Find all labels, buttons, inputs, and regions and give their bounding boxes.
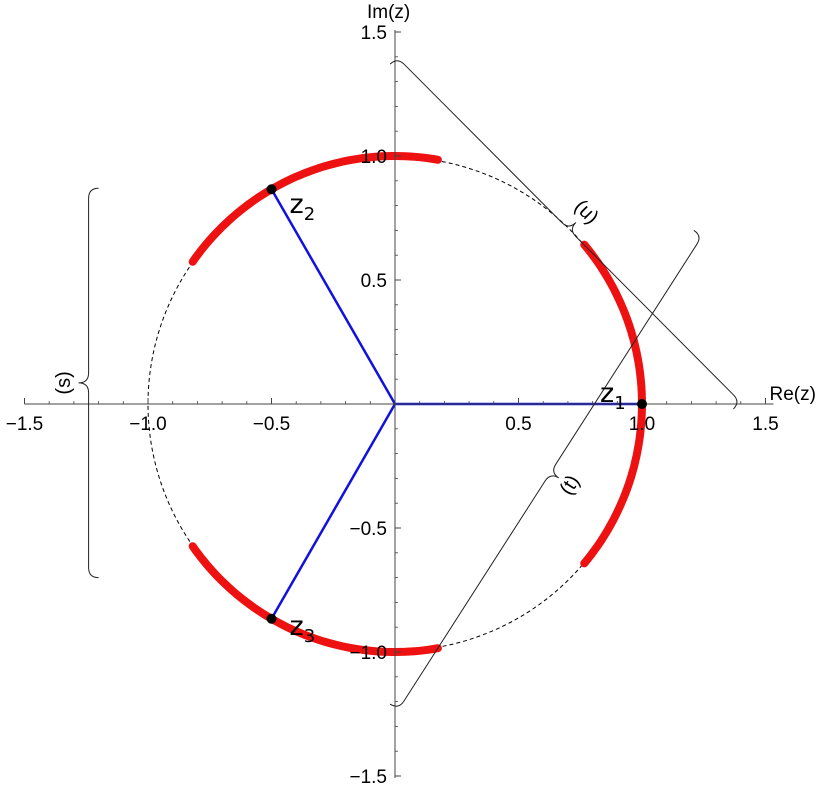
red-arc-2: [188, 152, 442, 266]
point-label-z1: z1: [600, 378, 626, 414]
ray-to-point-3: [270, 403, 397, 620]
y-tick-label: 1.0: [361, 147, 387, 168]
x-tick-label: 1.5: [752, 414, 778, 435]
y-tick-label: 1.5: [361, 23, 387, 44]
brace-1: [389, 60, 738, 410]
y-axis-label: Im(z): [367, 2, 410, 23]
point-z3: [266, 613, 277, 624]
brace-3: [78, 187, 99, 579]
point-z2: [266, 184, 277, 195]
brace-label-3: (s): [53, 371, 75, 394]
x-tick-label: −0.5: [253, 414, 291, 435]
x-tick-label: 0.5: [505, 414, 531, 435]
y-ticks: 1.5 1.0 0.5 −0.5 −1.0 −1.5: [349, 23, 401, 788]
ray-to-point-2: [270, 188, 397, 405]
x-axis-label: Re(z): [770, 384, 816, 405]
y-tick-label: 0.5: [361, 271, 387, 292]
red-arc-3: [188, 542, 442, 656]
y-tick-label: −1.5: [349, 767, 387, 788]
x-ticks: −1.5 −1.0 −0.5 0.5 1.0 1.5: [6, 398, 779, 435]
x-tick-label: 1.0: [629, 414, 655, 435]
brace-2: [389, 229, 700, 707]
x-tick-label: −1.5: [6, 414, 44, 435]
x-tick-label: −1.0: [129, 414, 167, 435]
y-tick-label: −1.0: [349, 643, 387, 664]
y-tick-label: −0.5: [349, 519, 387, 540]
point-label-z2: z2: [290, 189, 316, 225]
point-z1: [637, 399, 647, 409]
point-label-z3: z3: [290, 611, 316, 647]
brace-label-2: (t): [556, 471, 585, 499]
